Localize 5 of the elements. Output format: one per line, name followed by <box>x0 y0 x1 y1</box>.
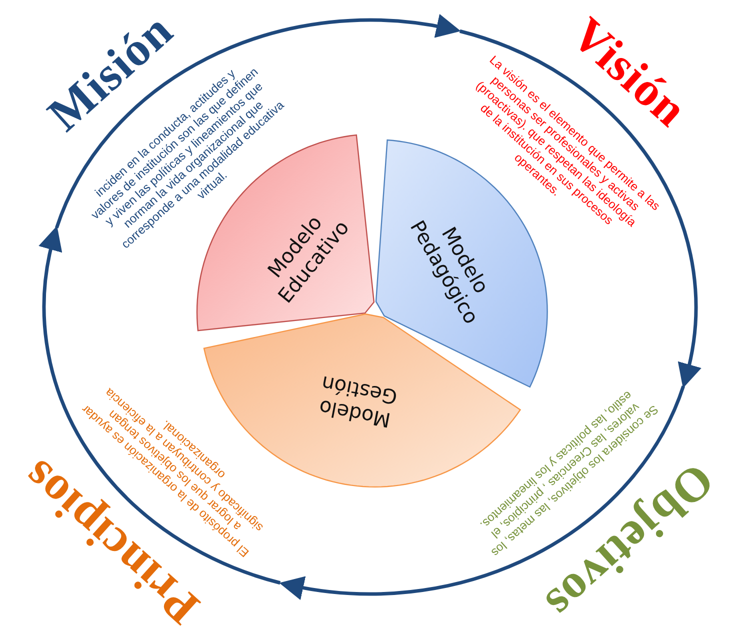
cycle-arrow <box>279 385 685 600</box>
cycle-arrow <box>459 29 701 388</box>
cycle-arrow <box>39 226 281 585</box>
model-label: Modelo Gestión <box>316 370 401 435</box>
cycle-arrow <box>55 14 461 229</box>
